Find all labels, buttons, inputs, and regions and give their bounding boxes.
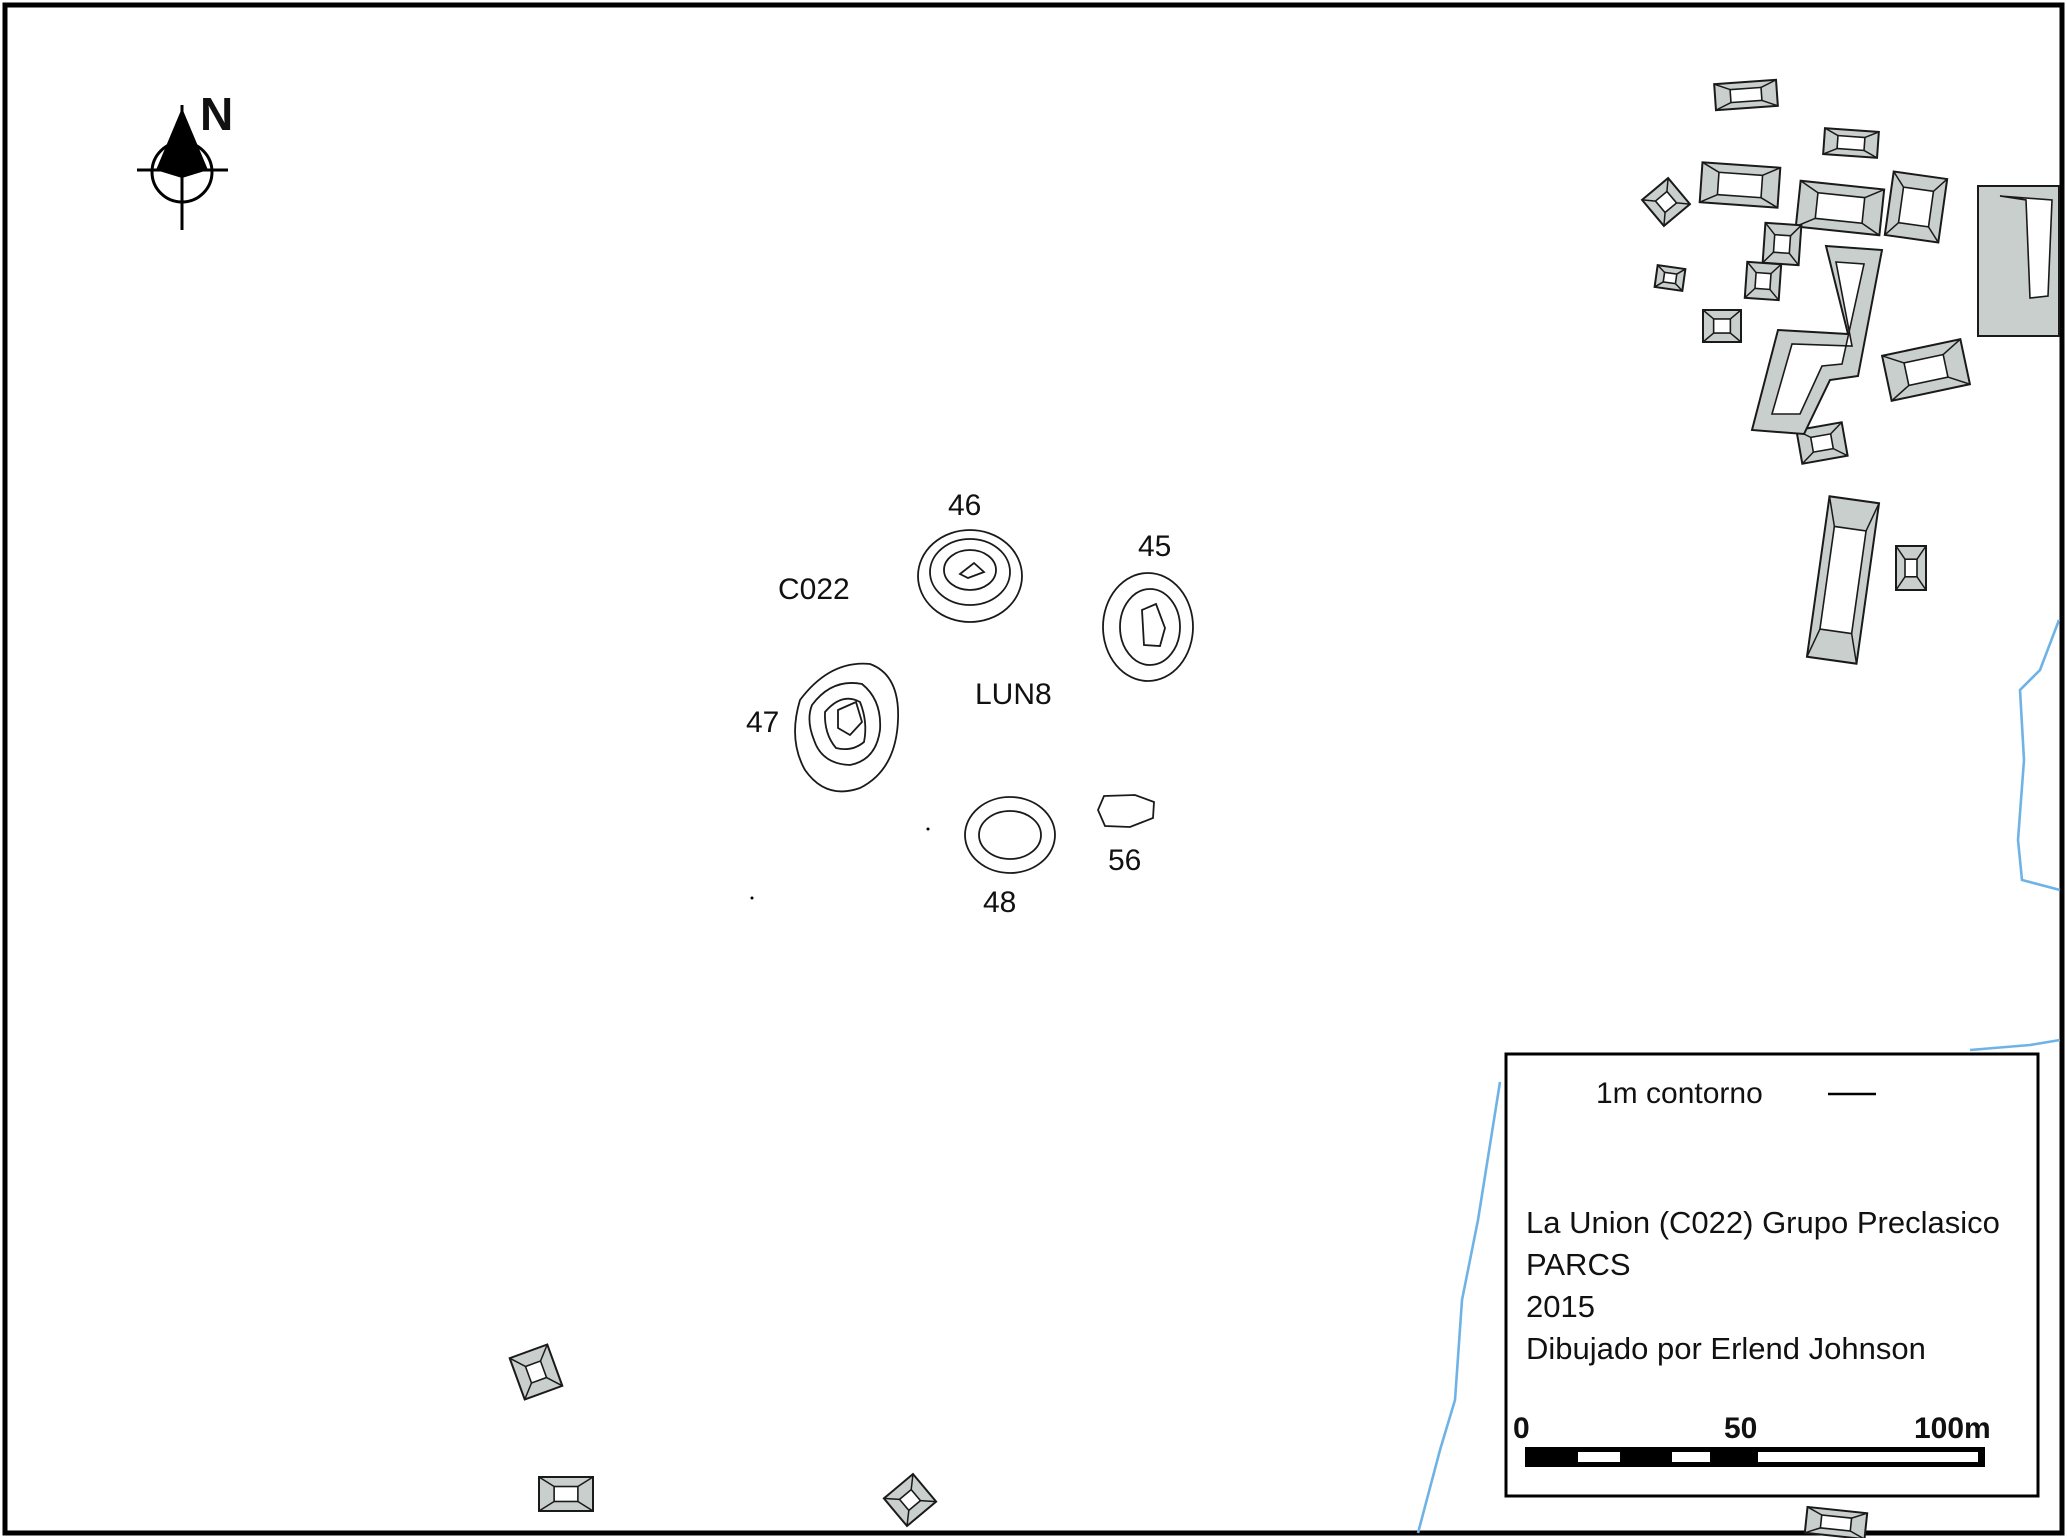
site-code-label: C022 [778,573,850,606]
stream-south [1416,1081,1502,1534]
mound-label-46: 46 [948,489,981,522]
mound-structure [1977,185,2060,337]
scale-bar-segment [1532,1452,1578,1462]
mound-structure [508,1343,564,1401]
legend-year: 2015 [1526,1289,1595,1324]
mound-structure [1640,176,1692,228]
survey-point [750,896,754,900]
scale-tick-100m: 100m [1914,1412,1991,1445]
legend-author: Dibujado por Erlend Johnson [1526,1331,1926,1366]
scale-tick-50: 50 [1724,1412,1757,1445]
legend-title: La Union (C022) Grupo Preclasico [1526,1205,2000,1240]
mound-structure [1713,78,1779,112]
mound-structure [538,1476,594,1512]
contour-legend-label: 1m contorno [1596,1077,1763,1110]
mound-structure [1805,495,1881,665]
mound-label-48: 48 [983,886,1016,919]
mound-label-45: 45 [1138,530,1171,563]
mound-47 [794,662,899,793]
mound-structure [1822,127,1880,159]
scale-bar-segment [1620,1452,1672,1462]
legend-project: PARCS [1526,1247,1631,1282]
mound-label-47: 47 [746,706,779,739]
north-arrow: N [137,88,233,230]
mound-structure [1794,179,1886,237]
scale-bar: 0 50 100m [1513,1412,1991,1467]
mound-structure [1698,161,1782,209]
mound-label-56: 56 [1108,844,1141,877]
mound-56 [1097,794,1155,828]
mound-structure [1653,264,1687,292]
mound-structure [1702,309,1742,343]
mound-structure [1883,170,1949,244]
streams [1416,619,2061,1534]
mound-48 [964,796,1056,874]
mound-structure [1895,545,1927,591]
north-label: N [200,88,233,140]
mound-structure [1761,221,1803,267]
mound-46 [917,529,1023,623]
mound-structure [1880,338,1972,402]
mound-structure [882,1472,938,1528]
stream-legend-edge [1969,1038,2061,1052]
group-name-label: LUN8 [975,678,1052,711]
mound-45 [1102,572,1194,682]
survey-point [926,827,930,831]
stream-east [2016,619,2061,892]
scale-tick-0: 0 [1513,1412,1530,1445]
mound-structure [1743,260,1783,302]
legend: 1m contorno La Union (C022) Grupo Precla… [1504,1052,2040,1498]
mound-structure [1803,1505,1869,1538]
mound-labels: 46 45 47 48 56 C022 LUN8 [746,489,1171,919]
scale-bar-segment [1710,1452,1758,1462]
legend-box [1504,1052,2040,1498]
mound-structure [1750,244,1884,436]
compass-arrow-icon [156,108,208,178]
mound-contours [750,529,1194,900]
structures [508,78,2060,1538]
